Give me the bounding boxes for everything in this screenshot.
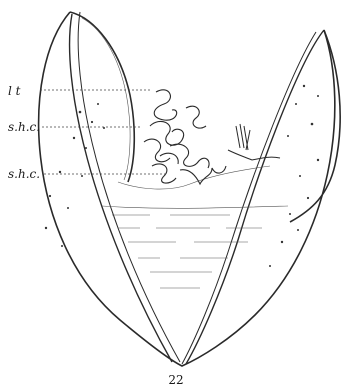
shell-outline <box>39 12 335 366</box>
mantle-base <box>102 206 288 208</box>
coiled-organ <box>144 90 226 184</box>
left-valve-inner <box>78 12 180 362</box>
stipple-left <box>45 103 105 247</box>
mantle-margin <box>118 166 270 189</box>
left-valve-rim-inner <box>82 18 130 180</box>
label-lt: l t <box>8 84 21 98</box>
appendage <box>228 124 280 160</box>
label-shc-1: s.h.c. <box>8 120 40 134</box>
figure-number: 22 <box>168 373 183 387</box>
interior-hatching <box>112 215 262 288</box>
stipple-right <box>269 85 319 267</box>
label-shc-2: s.h.c. <box>8 167 40 181</box>
right-valve-rim <box>290 30 340 222</box>
left-valve-rim <box>70 12 134 182</box>
